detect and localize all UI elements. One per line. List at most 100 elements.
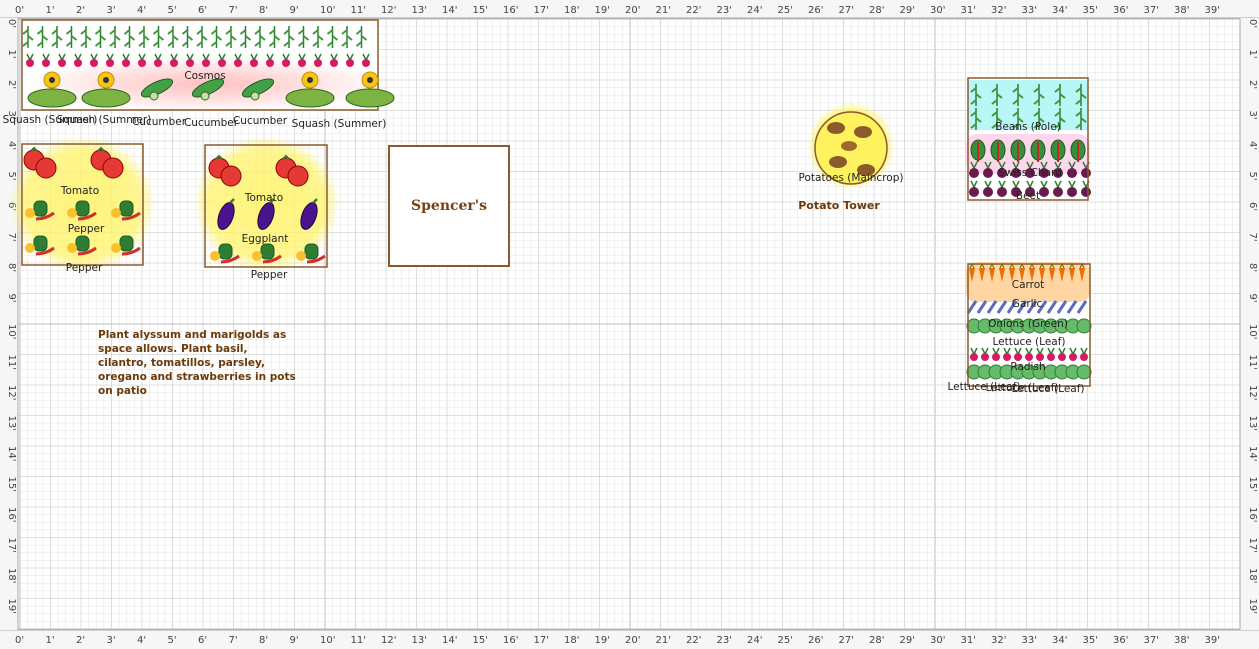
beet-icon (1011, 180, 1021, 197)
ruler-tick-label: 39' (1205, 5, 1220, 16)
radish-icon (202, 53, 210, 67)
ruler-tick-label: 31' (961, 5, 976, 16)
radish-icon (330, 53, 338, 67)
ruler-tick-label: 19' (6, 599, 17, 614)
ruler-tick-label: 11' (1247, 355, 1258, 370)
ruler-tick-label: 27' (839, 635, 854, 646)
bean-icon (1033, 108, 1045, 130)
radish-icon (1025, 347, 1033, 361)
radish-icon (42, 53, 50, 67)
ruler-tick-label: 0' (6, 19, 17, 28)
radish-icon (170, 53, 178, 67)
ruler-tick-label: 24' (747, 5, 762, 16)
ruler-tick-label: 4' (1247, 141, 1258, 150)
ruler-tick-label: 17' (6, 538, 17, 553)
ruler-tick-label: 23' (717, 5, 732, 16)
bean-icon (1033, 84, 1045, 106)
ruler-tick-label: 21' (656, 5, 671, 16)
ruler-tick-label: 9' (1247, 294, 1258, 303)
potato-tower[interactable]: Potatoes (Maincrop) Potato Tower (798, 102, 903, 212)
ruler-tick-label: 10' (6, 324, 17, 339)
bean-icon (970, 84, 982, 106)
potato-tower-caption: Potato Tower (798, 199, 880, 212)
radish-icon (234, 53, 242, 67)
bed-tomato-eggplant-pepper[interactable]: Tomato Eggplant Pepper (194, 136, 339, 281)
radish-icon (122, 53, 130, 67)
ruler-tick-label: 29' (900, 5, 915, 16)
plant-label-potatoes: Potatoes (Maincrop) (799, 172, 904, 184)
ruler-tick-label: 13' (6, 416, 17, 431)
radish-icon (138, 53, 146, 67)
ruler-tick-label: 34' (1052, 635, 1067, 646)
pepper-icon (296, 243, 326, 264)
ruler-tick-label: 33' (1022, 635, 1037, 646)
beet-icon (1011, 161, 1021, 178)
ruler-tick-label: 5' (1247, 172, 1258, 181)
plant-label-squash-3: Squash (Summer) (292, 118, 387, 130)
bed-beans-chard-beet[interactable]: Beans (Pole) Swiss Chard Beet (966, 77, 1091, 202)
bed-tomato-pepper-1[interactable]: Tomato Pepper Pepper (10, 136, 155, 274)
radish-icon (1080, 347, 1088, 361)
ruler-tick-label: 18' (6, 568, 17, 583)
bean-icon (167, 26, 179, 48)
ruler-tick-label: 1' (6, 50, 17, 59)
radish-icon (1069, 347, 1077, 361)
ruler-tick-label: 36' (1113, 635, 1128, 646)
ruler-tick-label: 33' (1022, 5, 1037, 16)
ruler-tick-label: 2' (76, 5, 85, 16)
ruler-tick-label: 3' (107, 5, 116, 16)
ruler-tick-label: 18' (1247, 568, 1258, 583)
bean-icon (65, 26, 78, 48)
spencers-bed[interactable]: Spencer's (388, 145, 510, 267)
ruler-tick-label: 17' (534, 635, 549, 646)
bean-icon (297, 26, 310, 48)
ruler-tick-label: 29' (900, 635, 915, 646)
plant-label-squash-2: Squash (Summer) (57, 114, 152, 126)
lettuce-icon (1076, 364, 1092, 380)
plant-label-carrot: Carrot (1012, 279, 1045, 291)
radish-icon (970, 347, 978, 361)
pole-beans-row (22, 26, 368, 48)
beet-icon (1025, 180, 1035, 197)
plant-label-cucumber-3: Cucumber (233, 115, 288, 127)
top-row-bed[interactable]: Cosmos Squash (Summer) Squash (Summer) C… (3, 19, 395, 130)
ruler-tick-label: 30' (930, 635, 945, 646)
bed-root-vegetables[interactable]: Carrot Garlic Onions (Green) Lettuce (Le… (947, 262, 1092, 395)
tomato-icon (208, 154, 242, 187)
ruler-tick-label: 13' (1247, 416, 1258, 431)
tomato-icon (90, 146, 124, 179)
squash-icon (81, 71, 131, 108)
cucumber-icon (140, 78, 174, 101)
squash-icon (345, 71, 395, 108)
beet-icon (997, 180, 1007, 197)
cucumber-icon (241, 78, 275, 101)
radish-icon (992, 347, 1000, 361)
garlic-icon (966, 300, 978, 314)
beet-icon (1067, 161, 1077, 178)
ruler-tick-label: 7' (229, 5, 238, 16)
garden-note[interactable]: Plant alyssum and marigolds as space all… (98, 329, 296, 397)
ruler-tick-label: 12' (381, 635, 396, 646)
plant-label-squash-1: Squash (Summer) (3, 114, 98, 126)
ruler-tick-label: 1' (46, 635, 55, 646)
pepper-icon (252, 243, 282, 264)
ruler-tick-label: 2' (76, 635, 85, 646)
ruler-tick-label: 1' (46, 5, 55, 16)
ruler-tick-label: 19' (1247, 599, 1258, 614)
squash-icon (285, 71, 335, 108)
ruler-tick-label: 19' (595, 5, 610, 16)
beet-icon (1025, 161, 1035, 178)
lettuce-icon (1076, 318, 1092, 334)
swiss-chard-icon (1070, 139, 1086, 162)
ruler-tick-label: 30' (930, 5, 945, 16)
cosmos-label: Cosmos (184, 70, 225, 82)
beet-icon (983, 161, 993, 178)
top-ruler: 0'1'2'3'4'5'6'7'8'9'10'11'12'13'14'15'16… (0, 0, 1259, 19)
radish-icon (282, 53, 290, 67)
ruler-tick-label: 22' (686, 635, 701, 646)
ruler-tick-label: 1' (1247, 50, 1258, 59)
pepper-icon (25, 200, 55, 221)
ruler-tick-label: 35' (1083, 5, 1098, 16)
bean-icon (991, 108, 1003, 130)
